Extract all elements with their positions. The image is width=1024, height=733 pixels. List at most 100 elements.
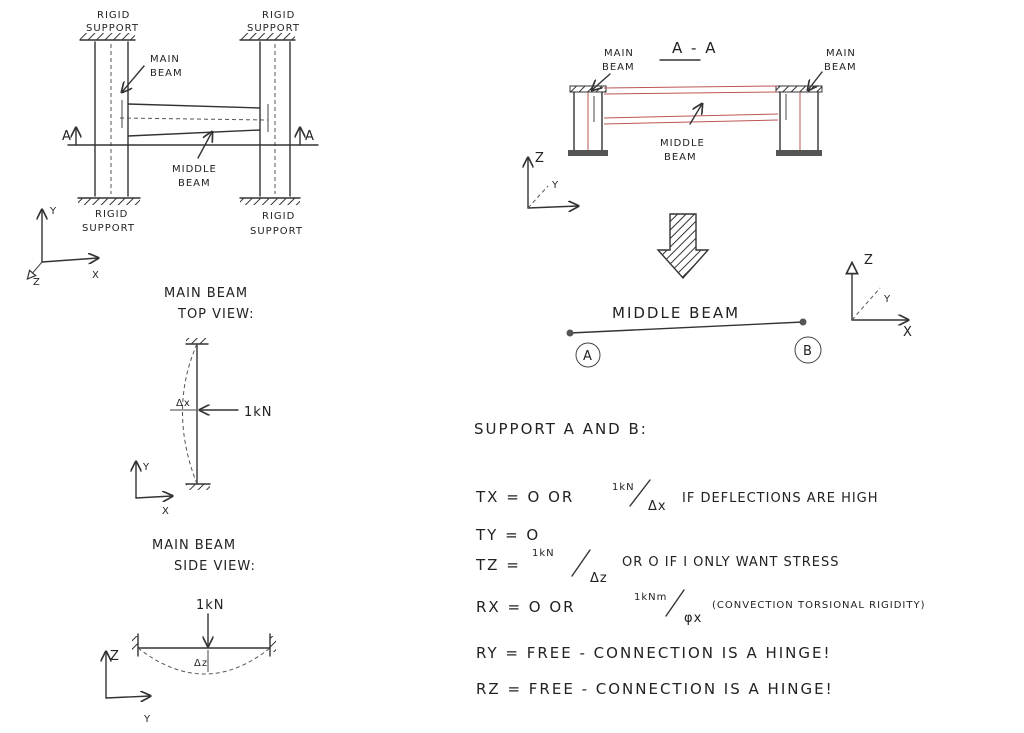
section-axis-y-label: Y — [551, 180, 559, 191]
rigid-support-bl-line2: SUPPORT — [82, 223, 135, 234]
side-view-deflection-label: Δz — [194, 658, 208, 669]
section-main-beam-right-pointer — [808, 71, 823, 90]
plan-axis-y-label: Y — [49, 206, 57, 217]
section-main-beam-left-line1: MAIN — [604, 48, 634, 59]
section-main-beam-right-line2: BEAM — [824, 62, 857, 73]
top-view-axes — [136, 462, 172, 498]
rx-suffix: (CONVECTION TORSIONAL RIGIDITY) — [712, 600, 926, 611]
section-main-beam-right — [775, 85, 823, 156]
section-axis-z-label: Z — [535, 151, 545, 166]
section-middle-beam — [593, 85, 787, 125]
rigid-support-tl-line2: SUPPORT — [86, 23, 139, 34]
tx-prefix: TX = O OR — [475, 488, 574, 506]
middle-beam-plan — [119, 100, 269, 137]
rigid-support-bottom-right-hatch — [239, 197, 301, 205]
node-a-label: A — [583, 349, 593, 364]
top-view-top-support — [186, 338, 208, 344]
node-b-label: B — [803, 344, 813, 359]
ry-row: RY = FREE - CONNECTION IS A HINGE! — [476, 644, 832, 662]
ty-row: TY = O — [475, 526, 540, 544]
node-b-dot — [799, 318, 807, 326]
section-main-beam-left — [568, 85, 608, 156]
middle-beam-model: MIDDLE BEAM A B Z Y X — [566, 253, 913, 368]
side-view-left-support — [132, 636, 138, 652]
middle-beam-label-line1: MIDDLE — [172, 164, 217, 175]
tz-fraction-bar — [571, 549, 591, 577]
rigid-support-top-right-hatch — [239, 33, 296, 41]
section-title: A - A — [672, 39, 717, 57]
middle-beam-line — [569, 321, 804, 334]
middle-beam-title: MIDDLE BEAM — [612, 304, 740, 322]
rz-row: RZ = FREE - CONNECTION IS A HINGE! — [476, 680, 834, 698]
tx-denominator: Δx — [648, 499, 667, 514]
section-a-a: A - A MAIN BEAM MAIN BEAM MIDDLE BEAM Z … — [528, 39, 857, 208]
plan-axes — [30, 210, 98, 276]
section-marker-right: A — [305, 129, 315, 144]
rx-prefix: RX = O OR — [476, 598, 576, 616]
main-beam-right — [259, 41, 291, 197]
model-axis-x-label: X — [903, 325, 913, 340]
node-b-circle — [794, 336, 822, 364]
side-view-axis-y-label: Y — [143, 714, 151, 725]
top-view-deflection-label: Δx — [176, 398, 191, 409]
tz-denominator: Δz — [590, 571, 608, 586]
top-view-title-line1: MAIN BEAM — [164, 286, 248, 301]
model-axes — [852, 268, 908, 320]
section-main-beam-left-line2: BEAM — [602, 62, 635, 73]
tx-numerator: 1kN — [612, 482, 635, 493]
side-view-axis-z-label: Z — [110, 649, 120, 664]
side-view-title-line1: MAIN BEAM — [152, 538, 236, 553]
section-axes — [528, 158, 578, 208]
section-marker-left: A — [62, 129, 72, 144]
plan-axis-z-label: Z — [33, 277, 41, 288]
section-middle-beam-pointer — [689, 104, 702, 125]
side-view-title-line2: SIDE VIEW: — [174, 559, 256, 574]
support-conditions: SUPPORT A AND B: TX = O OR 1kN Δx IF DEF… — [474, 420, 926, 698]
node-a-dot — [566, 329, 574, 337]
top-view: MAIN BEAM TOP VIEW: Δx 1kN Y X — [136, 286, 273, 517]
rx-fraction-bar — [665, 589, 685, 617]
tz-suffix: OR O IF I ONLY WANT STRESS — [622, 555, 840, 570]
section-main-beam-left-pointer — [592, 73, 611, 90]
top-view-axis-y-label: Y — [142, 462, 150, 473]
rigid-support-tr-line1: RIGID — [262, 10, 295, 21]
top-view-load-label: 1kN — [244, 405, 273, 420]
section-middle-beam-line1: MIDDLE — [660, 138, 705, 149]
rigid-support-br-line2: SUPPORT — [250, 226, 303, 237]
middle-beam-label-line2: BEAM — [178, 178, 211, 189]
side-view: MAIN BEAM SIDE VIEW: 1kN Δz Z Y — [106, 538, 276, 725]
tx-fraction-bar — [629, 479, 651, 507]
rx-denominator: φx — [684, 611, 702, 626]
section-main-beam-right-line1: MAIN — [826, 48, 856, 59]
model-axis-z-label: Z — [864, 253, 874, 268]
tx-suffix: IF DEFLECTIONS ARE HIGH — [682, 491, 879, 506]
side-view-deflected-shape — [137, 647, 271, 675]
tz-prefix: TZ = — [475, 556, 521, 574]
top-view-axis-x-label: X — [162, 506, 170, 517]
tz-numerator: 1kN — [532, 548, 555, 559]
main-beam-label-line2: BEAM — [150, 68, 183, 79]
tx-row: TX = O OR 1kN Δx IF DEFLECTIONS ARE HIGH — [475, 479, 879, 514]
top-view-deflected-shape — [182, 343, 198, 485]
side-view-axes — [106, 652, 150, 698]
rigid-support-bl-line1: RIGID — [95, 209, 128, 220]
rigid-support-tl-line1: RIGID — [97, 10, 130, 21]
top-view-title-line2: TOP VIEW: — [177, 307, 255, 322]
rx-numerator: 1kNm — [634, 592, 667, 603]
middle-beam-pointer — [197, 132, 212, 159]
rx-row: RX = O OR 1kNm φx (CONVECTION TORSIONAL … — [476, 589, 926, 626]
rigid-support-top-left-hatch — [79, 33, 136, 41]
section-middle-beam-line2: BEAM — [664, 152, 697, 163]
rigid-support-tr-line2: SUPPORT — [247, 23, 300, 34]
rigid-support-bottom-left-hatch — [77, 197, 141, 205]
side-view-right-support — [270, 636, 276, 652]
plan-axis-x-label: X — [92, 270, 100, 281]
main-beam-left — [94, 41, 129, 197]
transform-arrow — [656, 213, 710, 280]
main-beam-pointer — [122, 65, 145, 92]
side-view-load-label: 1kN — [196, 598, 225, 613]
tz-row: TZ = 1kN Δz OR O IF I ONLY WANT STRESS — [475, 548, 840, 586]
main-beam-label-line1: MAIN — [150, 54, 180, 65]
